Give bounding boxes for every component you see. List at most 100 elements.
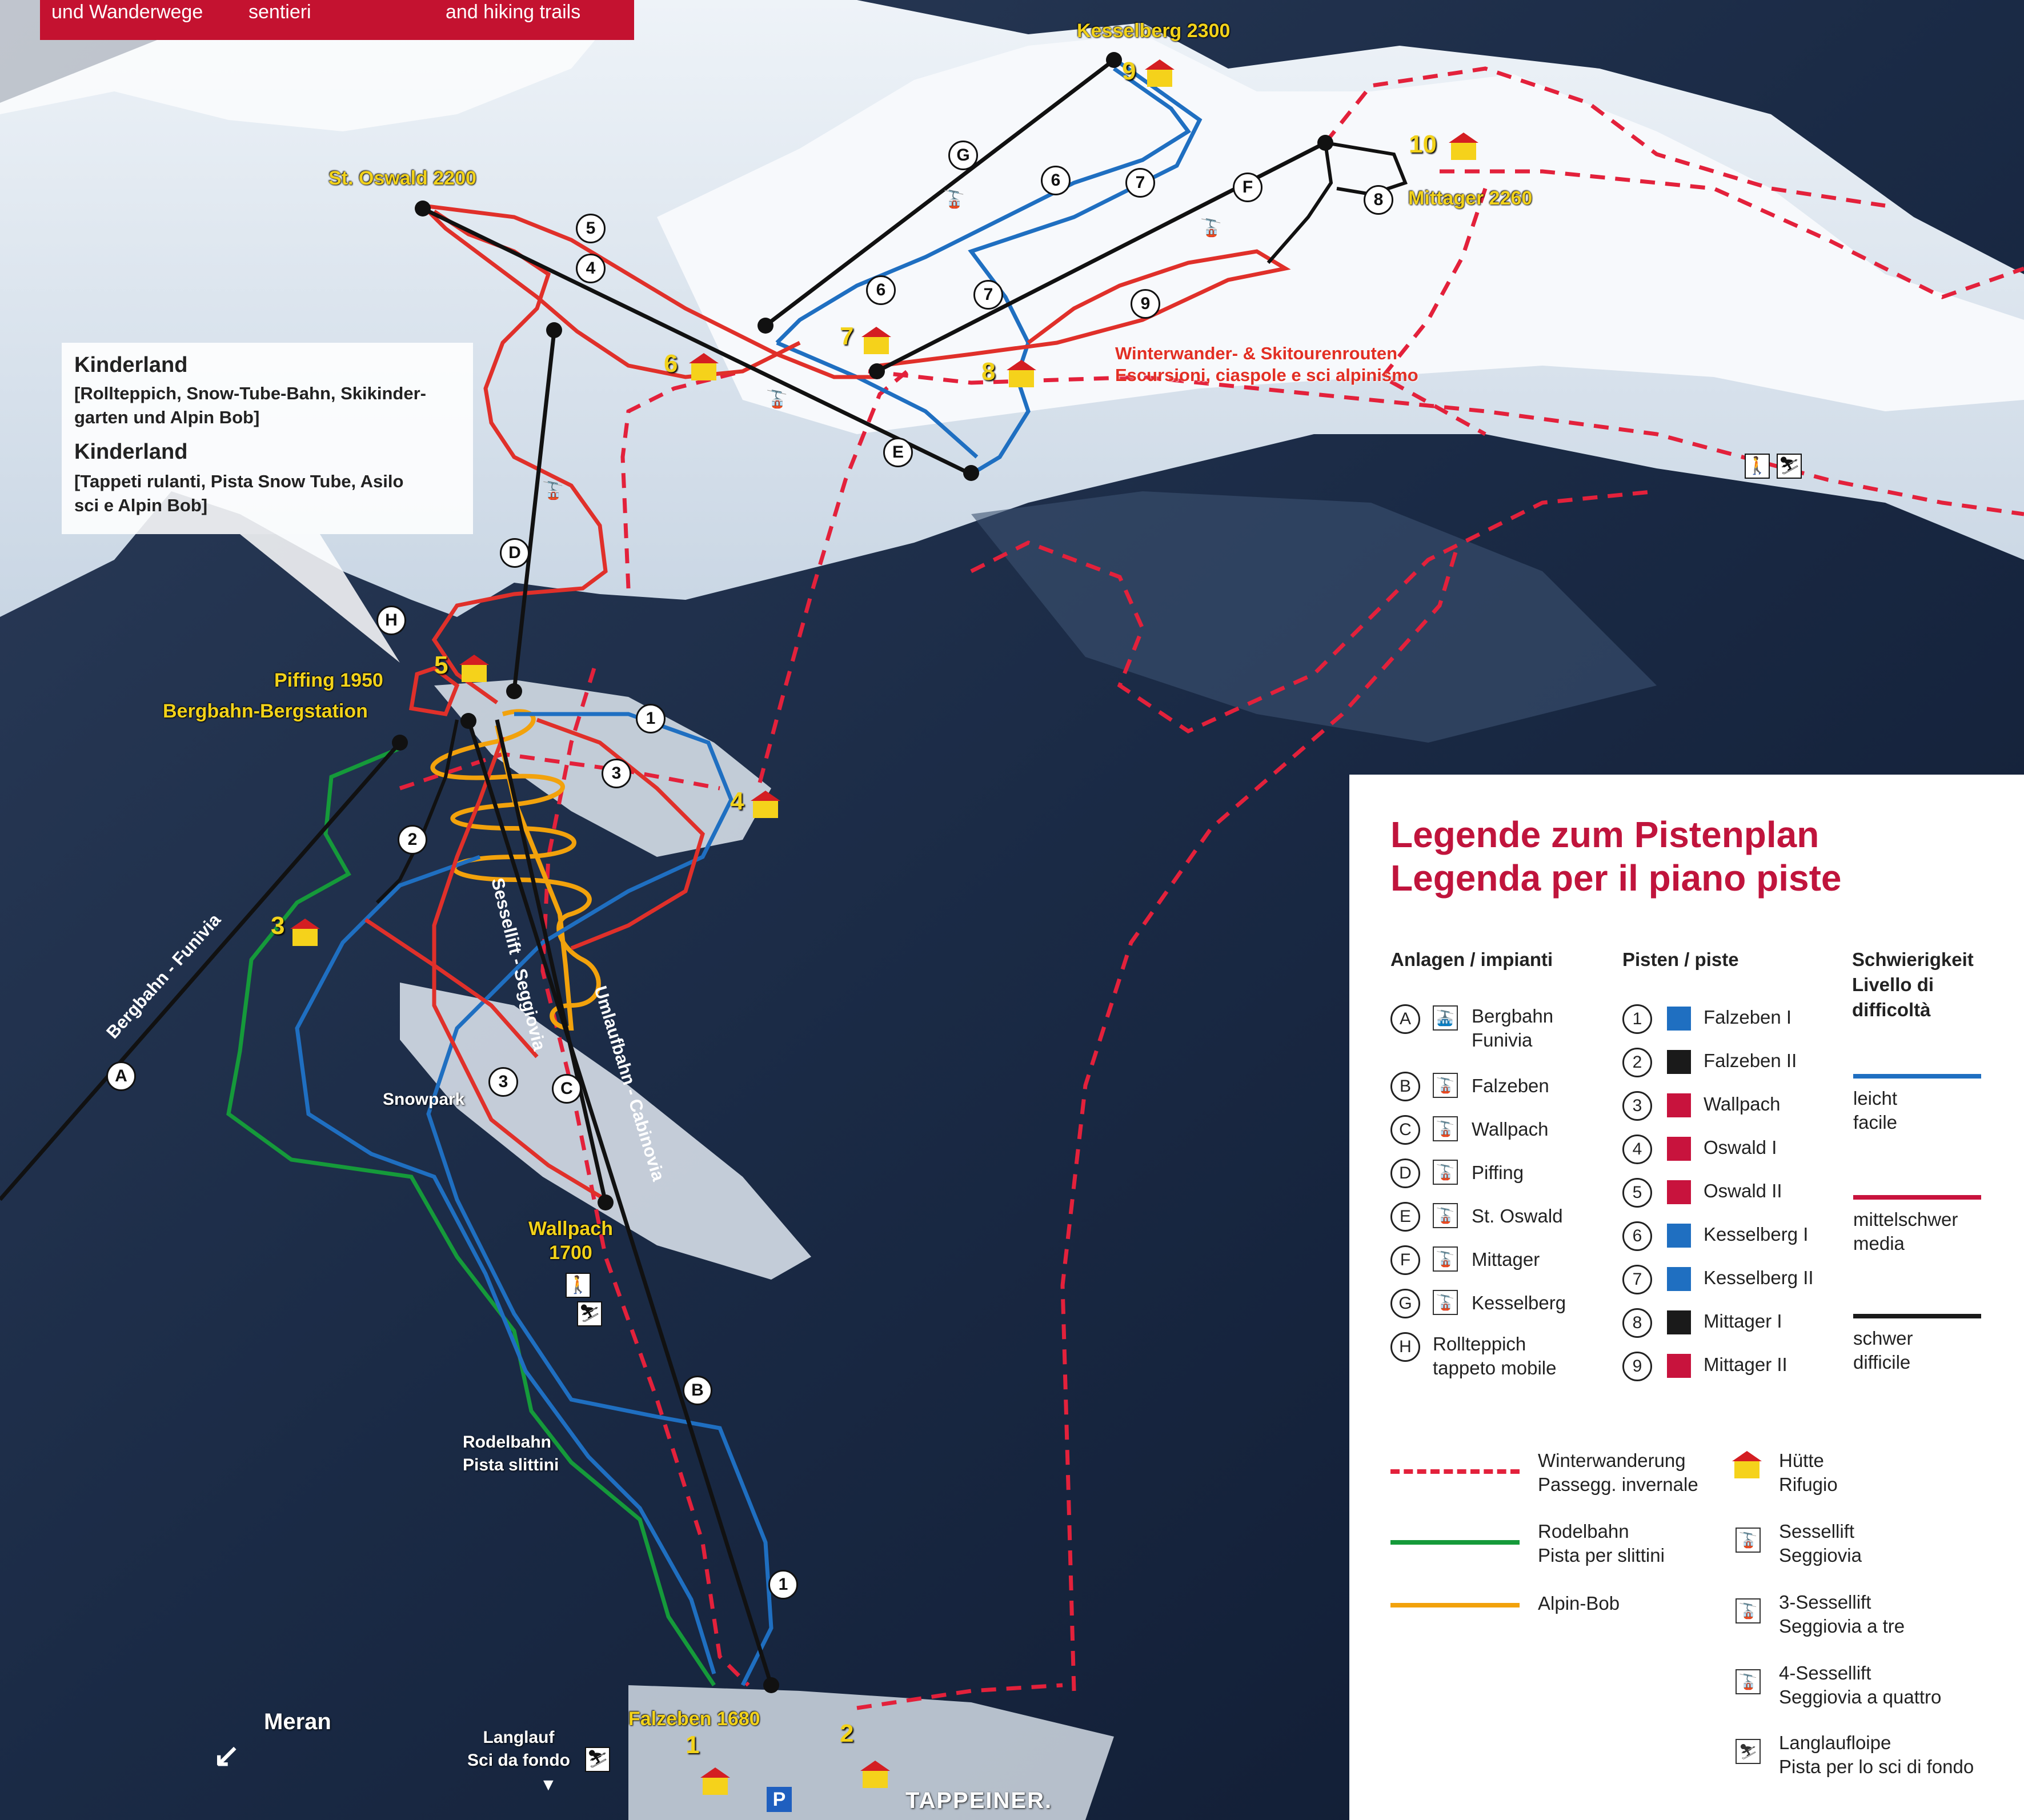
legend-piste-num: 5 [1622, 1178, 1652, 1208]
piste-red-kinderland [408, 666, 460, 716]
legend-lift-code: F [1390, 1245, 1420, 1275]
station-dot [546, 322, 562, 338]
legend-piste-name: Wallpach [1704, 1093, 1781, 1115]
piste-marker-3b[interactable]: 3 [488, 1067, 518, 1097]
lift-marker-f[interactable]: F [1233, 173, 1263, 202]
hut-icon[interactable] [861, 327, 891, 355]
chairlift-4-icon: 🚡 [1433, 1203, 1458, 1228]
piste-8-path [1266, 142, 1333, 264]
label-langlauf: Langlauf Sci da fondo [467, 1728, 570, 1770]
lift-marker-b[interactable]: B [683, 1376, 712, 1405]
hiking-route-10 [540, 667, 750, 1687]
piste-marker-7b[interactable]: 7 [973, 280, 1003, 310]
symbol-label-hut: Hütte Rifugio [1779, 1450, 1838, 1495]
line-label-hiking: Winterwanderung Passegg. invernale [1538, 1450, 1698, 1495]
legend-piste-swatch [1667, 1354, 1691, 1378]
label-falzeben: Falzeben 1680 [628, 1708, 760, 1730]
lift-marker-g[interactable]: G [948, 141, 978, 170]
piste-marker-9[interactable]: 9 [1131, 289, 1160, 319]
lift-marker-d[interactable]: D [500, 538, 530, 568]
legend-piste-name: Kesselberg I [1704, 1224, 1809, 1245]
meran-arrow-icon: ↙ [213, 1737, 240, 1773]
lift-e-line [422, 206, 972, 476]
hut-icon[interactable] [1007, 360, 1036, 388]
top-banner: und Wanderwege sentieri and hiking trail… [40, 0, 634, 40]
label-meran: Meran [264, 1709, 331, 1734]
legend-lift-code: H [1390, 1332, 1420, 1362]
piste-marker-1b[interactable]: 1 [768, 1570, 798, 1599]
chairlift-icon: 🚡 [1200, 219, 1222, 238]
chairlift-4-icon: 🚡 [1736, 1669, 1761, 1694]
crosscountry-icon: ⛷ [577, 1301, 602, 1326]
piste-marker-7[interactable]: 7 [1125, 168, 1155, 198]
legend-lift-name: Bergbahn Funivia [1472, 1005, 1554, 1051]
legend-lift-code: A [1390, 1004, 1420, 1034]
crosscountry-icon: ⛷ [585, 1747, 610, 1772]
legend-title-it: Legenda per il piano piste [1390, 857, 1842, 899]
station-dot [392, 735, 408, 751]
chairlift-icon: 🚡 [1433, 1246, 1458, 1272]
station-dot [758, 318, 773, 334]
legend-piste-num: 7 [1622, 1265, 1652, 1294]
piste-marker-1[interactable]: 1 [636, 704, 666, 733]
legend-piste-num: 3 [1622, 1091, 1652, 1121]
piste-marker-4[interactable]: 4 [576, 254, 606, 283]
label-tappeiner: TAPPEINER. [905, 1788, 1053, 1813]
difficulty-label-hard: schwer difficile [1853, 1328, 1913, 1373]
label-piffing: Piffing 1950 [274, 670, 383, 691]
hut-icon[interactable] [290, 919, 320, 947]
piste-marker-8[interactable]: 8 [1364, 185, 1393, 215]
lift-marker-c[interactable]: C [552, 1074, 582, 1104]
hut-icon[interactable] [751, 791, 780, 819]
legend-piste-num: 1 [1622, 1004, 1652, 1034]
kinderland-title-de: Kinderland [74, 353, 188, 377]
station-dot [869, 363, 885, 379]
piste-marker-6b[interactable]: 6 [866, 275, 896, 305]
snow-mountain-ridge [657, 34, 2024, 434]
snow-clearing-wallpach [400, 983, 811, 1280]
piste-9-path [879, 249, 1291, 368]
label-winter-route: Winterwander- & Skitourenrouten Escursio… [1115, 343, 1418, 385]
piste-marker-6[interactable]: 6 [1041, 166, 1071, 195]
legend-lift-name: Rollteppich tappeto mobile [1433, 1333, 1557, 1378]
lift-marker-e[interactable]: E [883, 438, 913, 467]
hut-number-9: 9 [1122, 57, 1136, 85]
piste-7-path [968, 61, 1203, 476]
piste-marker-2[interactable]: 2 [398, 825, 427, 855]
line-sample-hiking [1390, 1469, 1520, 1474]
legend-piste-swatch [1667, 1050, 1691, 1074]
hut-number-1: 1 [686, 1731, 700, 1759]
hiking-route-8 [1440, 169, 2024, 299]
kinderland-title-it: Kinderland [74, 440, 188, 464]
hut-icon[interactable] [860, 1761, 890, 1789]
legend-piste-swatch [1667, 1267, 1691, 1291]
lift-g-line [764, 58, 1116, 327]
lift-marker-a[interactable]: A [106, 1061, 136, 1091]
hut-icon[interactable] [1449, 133, 1478, 161]
legend-piste-swatch [1667, 1310, 1691, 1334]
chairlift-icon: 🚡 [1433, 1116, 1458, 1141]
piste-4-5-path [422, 203, 880, 379]
station-dot [460, 713, 476, 729]
piste-marker-5[interactable]: 5 [576, 214, 606, 243]
cable-car-icon: 🚠 [1433, 1005, 1458, 1031]
hut-icon[interactable] [1145, 59, 1175, 88]
piste-marker-3[interactable]: 3 [602, 759, 631, 788]
hut-icon[interactable] [459, 655, 489, 683]
lift-marker-h[interactable]: H [376, 606, 406, 635]
line-sample-bob [1390, 1603, 1520, 1607]
legend-lift-name: St. Oswald [1472, 1205, 1563, 1226]
lift-b-line [466, 719, 773, 1686]
hut-icon[interactable] [689, 353, 719, 382]
line-label-bob: Alpin-Bob [1538, 1593, 1620, 1614]
piste-wallpach-branch [364, 918, 539, 1059]
legend-piste-name: Mittager II [1704, 1354, 1787, 1375]
hiking-route-11 [399, 752, 720, 791]
legend-col-schwierigkeit: Schwierigkeit Livello di difficoltà [1852, 949, 1974, 1020]
symbol-label-chairlift-3: 3-Sessellift Seggiovia a tre [1779, 1592, 1905, 1637]
legend-piste-num: 4 [1622, 1135, 1652, 1164]
hut-icon[interactable] [700, 1767, 730, 1796]
difficulty-line-hard [1853, 1314, 1981, 1318]
station-dot [1317, 135, 1333, 151]
hut-number-10: 10 [1409, 130, 1437, 158]
